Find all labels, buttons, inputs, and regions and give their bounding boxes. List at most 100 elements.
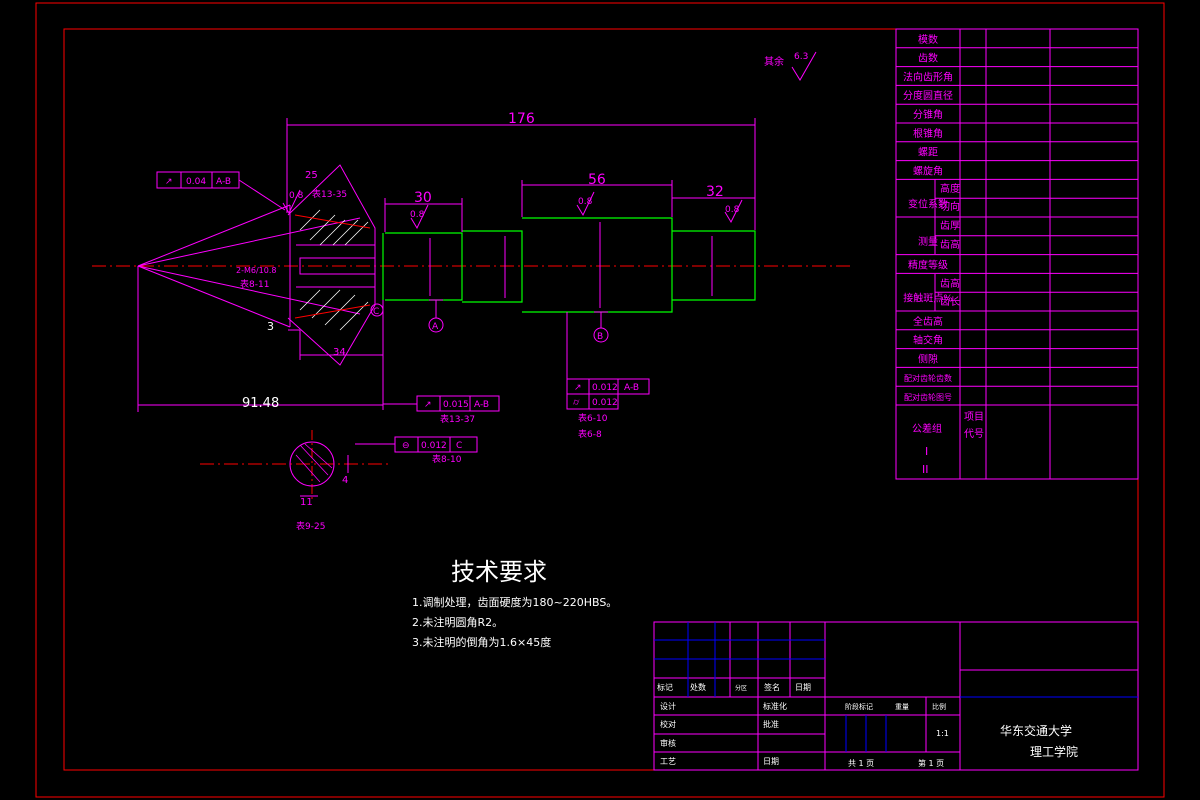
tech-req-item-1: 1.调制处理，齿面硬度为180~220HBS。 (412, 595, 617, 609)
gear-cone (137, 164, 376, 366)
dim-30: 30 (414, 190, 432, 206)
tb-row-check: 校对 (660, 719, 676, 729)
dim-32: 32 (706, 184, 724, 200)
group-label: 公差组 (912, 422, 942, 435)
diameter-leaders (429, 222, 713, 308)
group-col-2: 代号 (964, 428, 984, 440)
param-table-label: 精度等级 (908, 258, 948, 271)
tb-scale: 比例 (932, 702, 946, 711)
param-table-label: 法向齿形角 (903, 70, 953, 83)
tol3a-value: 0.012 (592, 383, 618, 393)
dim-3: 3 (267, 320, 274, 333)
tb-sheets: 共 1 页 (848, 759, 874, 768)
note-2r: 2-M6/10.8 (236, 266, 276, 275)
datum-a: A (432, 322, 439, 332)
param-table-label: 配对齿轮齿数 (904, 373, 952, 383)
param-table-label: 测量 (918, 235, 938, 248)
title-block-inner (654, 622, 1138, 752)
tolerance-frames (156, 171, 650, 453)
tol1-sym: ↗ (165, 177, 173, 187)
param-table-rows (896, 47, 1138, 406)
group-col-1: 项目 (964, 411, 984, 423)
shaft-outline (382, 217, 756, 313)
ref-9-25: 表9-25 (296, 520, 325, 532)
ref-8-11: 表8-11 (240, 278, 269, 290)
param-table-label: 螺距 (918, 147, 938, 159)
tb-approve: 批准 (763, 719, 779, 729)
tol3a-datum: A-B (624, 383, 639, 393)
param-table-label: 轴交角 (913, 334, 943, 347)
tb-label-mark: 标记 (657, 682, 673, 692)
tb-org-1: 华东交通大学 (1000, 723, 1072, 738)
param-table-label: 齿数 (918, 52, 938, 65)
tb-std: 标准化 (763, 701, 787, 711)
roughness-r1: 0.8 (410, 210, 425, 220)
ref-13-35: 表13-35 (312, 188, 347, 200)
param-table-label: 螺旋角 (913, 164, 943, 177)
tb-weight: 重量 (895, 703, 909, 711)
dim-25: 25 (305, 170, 318, 181)
tol4-ref: 表8-10 (432, 453, 462, 465)
tb-stage: 阶段标记 (845, 702, 873, 711)
dim-56: 56 (588, 172, 606, 188)
roughness-symbols (282, 51, 817, 230)
gear-pitch-red-2 (294, 304, 371, 319)
datum-markers (370, 299, 609, 343)
tb-sheet: 第 1 页 (918, 758, 944, 768)
tol4-sym: ⊖ (402, 441, 410, 451)
tol2-sym: ↗ (424, 400, 432, 410)
tol3-ref2: 表6-8 (578, 428, 602, 440)
dim-34: 34 (333, 347, 346, 358)
sub-label-contact-height: 齿高 (940, 277, 960, 290)
dim-4: 4 (342, 475, 348, 486)
tol3-ref1: 表6-10 (578, 412, 608, 424)
tol2-ref: 表13-37 (440, 413, 475, 425)
dim-11: 11 (300, 497, 313, 508)
tol4-value: 0.012 (421, 441, 447, 451)
sub-label-tooth-height: 齿高 (940, 238, 960, 251)
outer-frame (35, 2, 1165, 798)
dim-176: 176 (508, 111, 535, 127)
roughness-r4: 0.8 (289, 191, 304, 201)
tol4-datum: C (456, 441, 462, 451)
param-table-label: 侧隙 (918, 352, 938, 365)
tech-req-title: 技术要求 (451, 558, 547, 586)
param-table-label: 模数 (918, 33, 938, 46)
roughness-other-value: 6.3 (794, 52, 808, 62)
tol1-datum: A-B (216, 177, 231, 187)
tol3b-sym: ⌭ (573, 398, 580, 408)
datum-b: B (597, 332, 603, 342)
param-table-label: 全齿高 (913, 315, 943, 328)
param-table-labels: 模数齿数法向齿形角分度圆直径分锥角根锥角螺距螺旋角变位系数测量精度等级接触斑点%… (903, 33, 953, 402)
tech-req-item-2: 2.未注明圆角R2。 (412, 615, 503, 629)
sub-label-thickness: 齿厚 (940, 220, 960, 232)
roughness-r2: 0.8 (578, 197, 593, 207)
param-table-label: 分度圆直径 (903, 89, 953, 102)
sub-label-height: 高度 (940, 182, 960, 195)
tb-label-count: 处数 (690, 682, 706, 692)
section-view (200, 430, 390, 500)
tb-row-design: 设计 (660, 701, 676, 711)
group-row-2: II (922, 463, 929, 476)
tol3b-value: 0.012 (592, 398, 618, 408)
param-table-label: 分锥角 (913, 109, 943, 121)
gear-hatch (299, 209, 369, 331)
tol2-datum: A-B (474, 400, 489, 410)
tol2-value: 0.015 (443, 400, 469, 410)
tol3a-sym: ↗ (574, 383, 582, 393)
tol1-value: 0.04 (186, 177, 206, 187)
gear-pitch-red (294, 214, 371, 229)
datum-c: C (373, 307, 379, 317)
roughness-r3: 0.8 (725, 205, 740, 215)
dimension-lines (137, 118, 756, 412)
tb-row-review: 审核 (660, 738, 676, 748)
param-table-label: 接触斑点% (903, 292, 953, 305)
group-row-1: I (925, 445, 928, 458)
tb-scale-val: 1:1 (936, 729, 949, 738)
tb-org-2: 理工学院 (1030, 744, 1078, 759)
tb-label-date: 日期 (795, 683, 811, 692)
sub-label-tangent: 切向 (940, 200, 960, 213)
tb-row-process: 工艺 (660, 757, 676, 766)
tech-req-item-3: 3.未注明的倒角为1.6×45度 (412, 635, 551, 649)
param-table-label: 根锥角 (913, 127, 943, 140)
